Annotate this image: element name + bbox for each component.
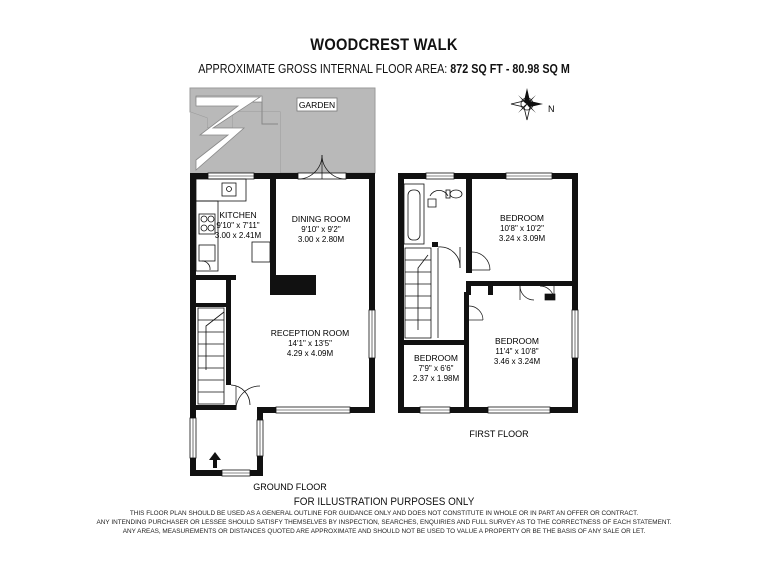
floor-area-label: APPROXIMATE GROSS INTERNAL FLOOR AREA: [198, 62, 448, 76]
reception-room-imperial: 14'1" x 13'5" [288, 339, 332, 348]
bedroom-1-metric: 3.24 x 3.09M [499, 234, 546, 243]
compass-rose-icon [510, 88, 543, 121]
dining-room-name: DINING ROOM [292, 214, 351, 224]
first-floor-label: FIRST FLOOR [469, 429, 529, 439]
kitchen-fittings [195, 178, 271, 272]
entrance-arrow-icon [209, 452, 221, 468]
dining-room-metric: 3.00 x 2.80M [298, 235, 345, 244]
ground-floor-label: GROUND FLOOR [253, 482, 327, 492]
bedroom-3-name: BEDROOM [414, 353, 458, 363]
bedroom-3-metric: 2.37 x 1.98M [413, 374, 460, 383]
garden-label-box [296, 97, 338, 112]
floor-area-line: APPROXIMATE GROSS INTERNAL FLOOR AREA: 8… [54, 62, 714, 77]
first-floor-door-swings [468, 251, 556, 321]
dining-room-imperial: 9'10" x 9'2" [301, 225, 341, 234]
bedroom-3-imperial: 7'9" x 6'6" [419, 364, 454, 373]
disclaimer-line-3: ANY AREAS, MEASUREMENTS OR DISTANCES QUO… [122, 528, 646, 535]
ground-floor-staircase [197, 307, 251, 406]
disclaimer-line-2: ANY INTENDING PURCHASER OR LESSEE SHOULD… [96, 519, 672, 526]
first-floor-openings [419, 172, 579, 414]
first-floor-staircase [404, 247, 439, 339]
floor-area-value: 872 SQ FT - 80.98 SQ M [450, 62, 570, 76]
bedroom-1-imperial: 10'8" x 10'2" [500, 224, 544, 233]
kitchen-metric: 3.00 x 2.41M [215, 231, 262, 240]
north-label: N [548, 104, 555, 114]
reception-room-name: RECEPTION ROOM [271, 328, 349, 338]
reception-room-metric: 4.29 x 4.09M [287, 349, 334, 358]
disclaimer-line-1: THIS FLOOR PLAN SHOULD BE USED AS A GENE… [129, 510, 639, 517]
ground-floor-openings [189, 154, 376, 477]
bedroom-2-name: BEDROOM [495, 336, 539, 346]
bathroom-fittings [403, 183, 463, 269]
bedroom-2-metric: 3.46 x 3.24M [494, 357, 541, 366]
bedroom-2-imperial: 11'4" x 10'8" [495, 347, 538, 356]
kitchen-name: KITCHEN [219, 210, 256, 220]
kitchen-imperial: 9'10" x 7'11" [216, 221, 259, 230]
garden-area [189, 87, 376, 174]
bedroom-1-name: BEDROOM [500, 213, 544, 223]
illustration-notice: FOR ILLUSTRATION PURPOSES ONLY [293, 496, 475, 508]
garden-label: GARDEN [299, 100, 335, 110]
plan-title: WOODCREST WALK [310, 35, 458, 54]
